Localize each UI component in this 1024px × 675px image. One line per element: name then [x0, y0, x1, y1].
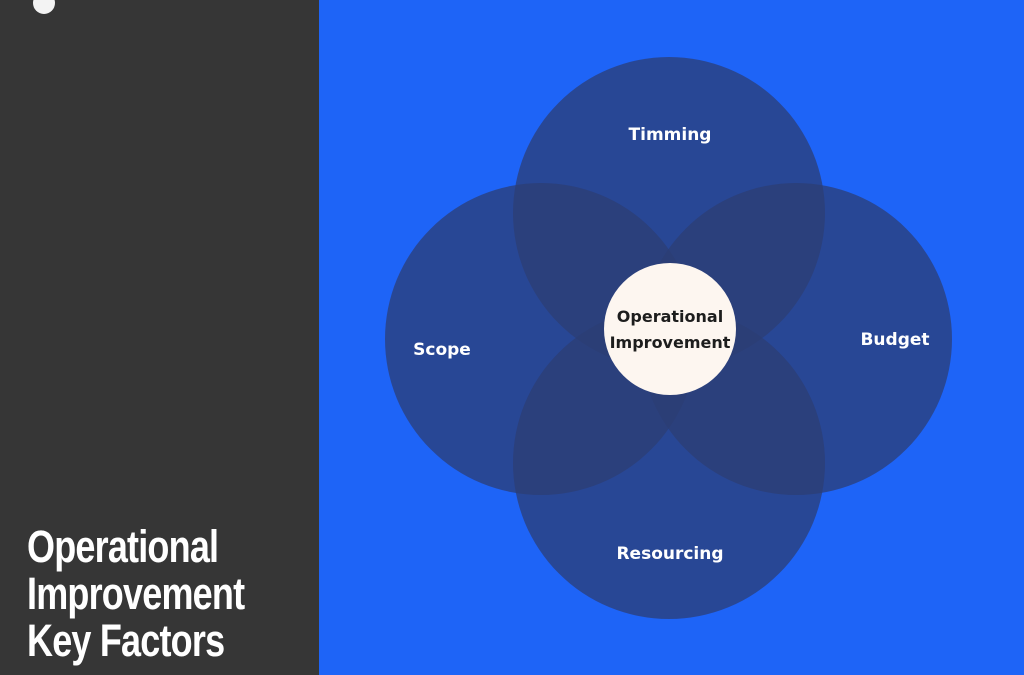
sidebar-panel: Operational Improvement Key Factors	[0, 0, 319, 675]
center-label-line-2: Improvement	[610, 333, 731, 352]
center-circle	[604, 263, 736, 395]
factor-label-top: Timming	[629, 125, 712, 145]
page-title: Operational Improvement Key Factors	[27, 521, 245, 666]
factor-label-left: Scope	[413, 340, 471, 360]
center-label-line-1: Operational	[617, 307, 723, 326]
diagram-panel: Timming Scope Budget Resourcing Operatio…	[319, 0, 1024, 675]
decorative-dot	[33, 0, 55, 14]
venn-diagram: Timming Scope Budget Resourcing Operatio…	[385, 57, 952, 619]
title-line-3: Key Factors	[27, 615, 225, 666]
factor-label-right: Budget	[860, 330, 929, 350]
factor-label-bottom: Resourcing	[616, 544, 723, 564]
factor-circle-bottom	[513, 307, 825, 619]
title-line-2: Improvement	[27, 568, 245, 619]
title-line-1: Operational	[27, 521, 219, 572]
